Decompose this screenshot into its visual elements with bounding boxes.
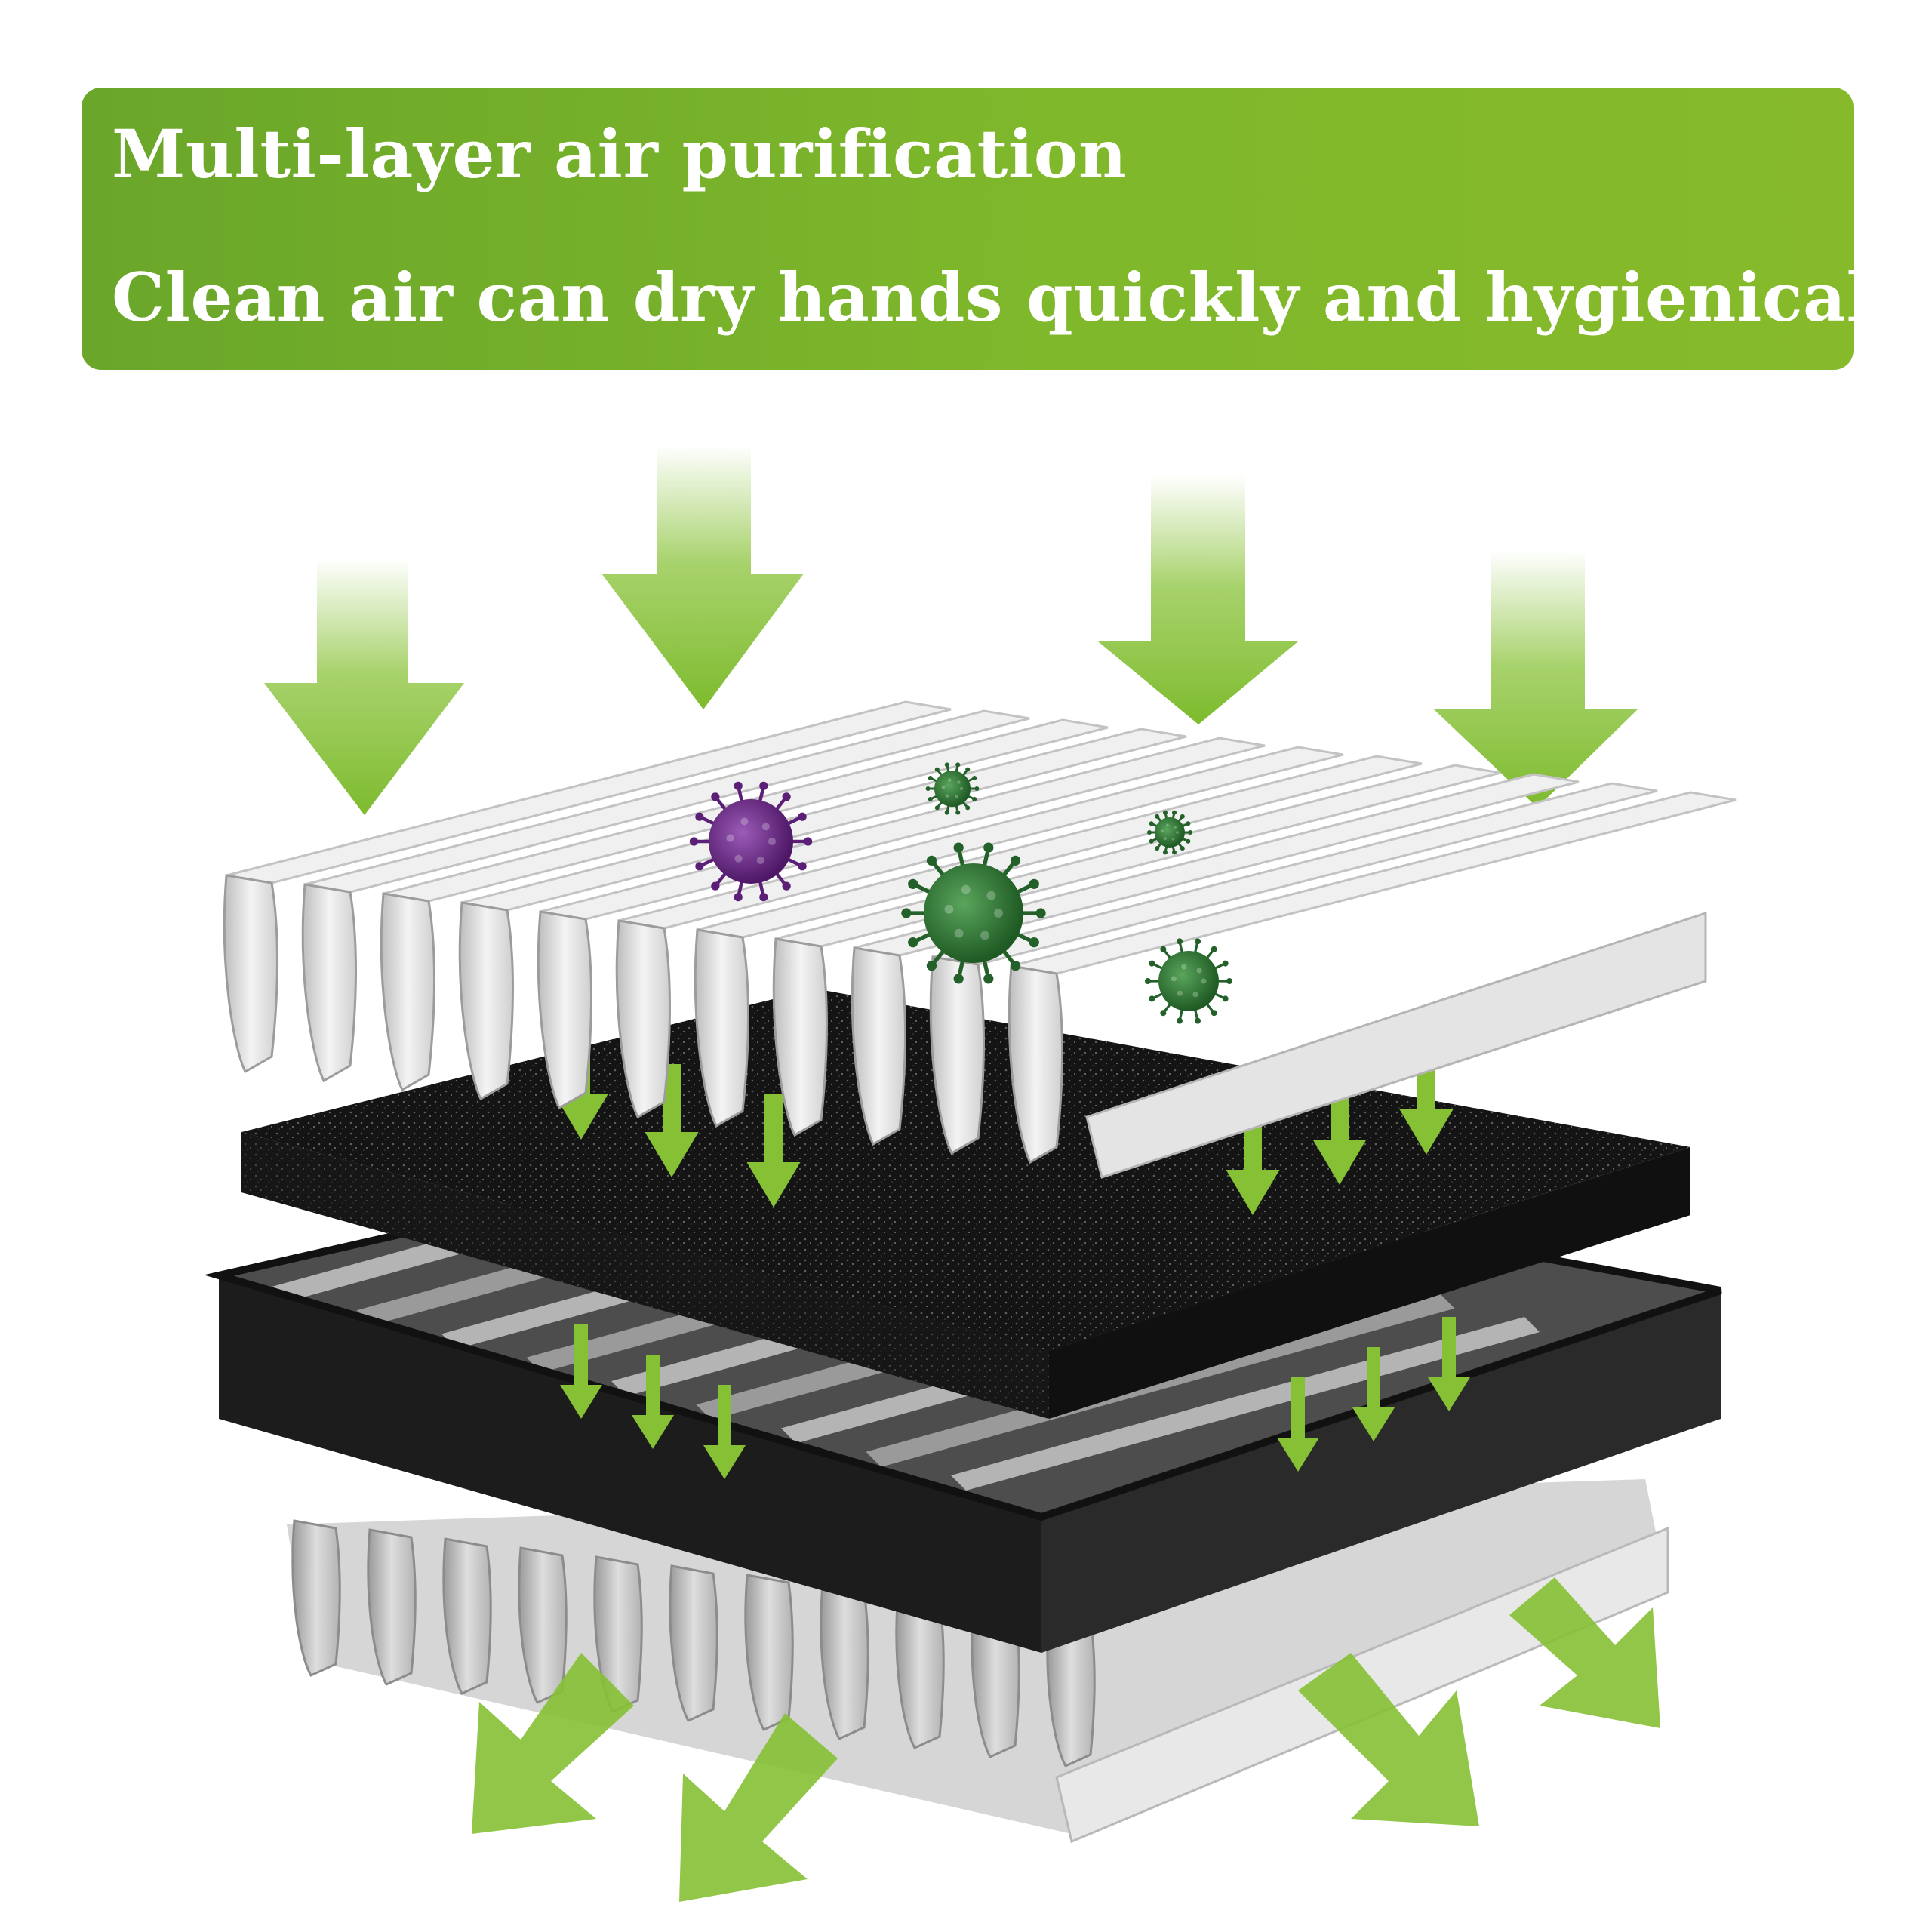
intake-arrow-icon bbox=[601, 445, 804, 709]
pleat-fold bbox=[851, 946, 906, 1146]
intake-arrow-icon bbox=[1434, 551, 1638, 808]
flow-arrow-icon bbox=[632, 1355, 674, 1449]
pleat-fold bbox=[615, 919, 671, 1119]
exhaust-arrow-icon bbox=[472, 1653, 634, 1834]
flow-arrow-icon bbox=[1226, 1102, 1280, 1215]
flow-arrow-icon bbox=[560, 1324, 602, 1419]
exhaust-arrows bbox=[472, 1577, 1660, 1902]
flow-arrow-icon bbox=[1428, 1317, 1470, 1411]
pleat-fold bbox=[291, 1519, 341, 1677]
pleat-fold bbox=[223, 874, 278, 1074]
exhaust-arrow-icon bbox=[679, 1713, 838, 1902]
pleat-fold bbox=[301, 883, 357, 1083]
headline-banner: Multi-layer air purification Clean air c… bbox=[82, 88, 1932, 370]
banner-subtitle: Clean air can dry hands quickly and hygi… bbox=[112, 258, 1932, 337]
virus-icon bbox=[1147, 810, 1192, 855]
flow-arrow-icon bbox=[1352, 1347, 1395, 1441]
pleat-fold bbox=[772, 937, 828, 1137]
activated-carbon-layer bbox=[242, 989, 1690, 1419]
flow-arrow-icon bbox=[703, 1385, 746, 1479]
exhaust-arrow-icon bbox=[1509, 1577, 1660, 1728]
banner-title: Multi-layer air purification bbox=[112, 115, 1128, 193]
intake-arrow-icon bbox=[1098, 475, 1298, 724]
pleat-fold bbox=[458, 901, 514, 1101]
virus-icon bbox=[901, 842, 1046, 984]
pleat-fold bbox=[820, 1583, 869, 1740]
flow-arrows bbox=[554, 1026, 1470, 1479]
pleat-fold bbox=[895, 1592, 945, 1749]
pleat-fold bbox=[694, 928, 749, 1128]
pleat-fold bbox=[380, 892, 435, 1092]
pleat-fold bbox=[744, 1574, 794, 1731]
pleat-fold bbox=[442, 1537, 492, 1695]
virus-icon bbox=[1145, 938, 1232, 1024]
pleat-fold bbox=[518, 1546, 568, 1704]
pleat-fold bbox=[929, 955, 985, 1155]
germs bbox=[689, 762, 1232, 1024]
pleat-fold bbox=[537, 910, 592, 1110]
top-pleated-filter-layer bbox=[223, 700, 1737, 1179]
pleat-fold bbox=[669, 1564, 718, 1722]
pleat-fold bbox=[1008, 964, 1063, 1164]
pleat-fold bbox=[1046, 1610, 1096, 1767]
exhaust-arrow-icon bbox=[1298, 1653, 1479, 1826]
pleat-fold bbox=[367, 1528, 417, 1686]
flow-arrow-icon bbox=[645, 1064, 699, 1177]
flow-arrow-icon bbox=[1312, 1072, 1367, 1185]
intake-arrows bbox=[264, 445, 1638, 815]
intake-arrow-icon bbox=[264, 558, 464, 815]
virus-icon bbox=[689, 781, 813, 902]
flow-arrow-icon bbox=[1277, 1377, 1319, 1472]
flow-arrow-icon bbox=[1399, 1041, 1454, 1155]
flow-arrow-icon bbox=[746, 1094, 801, 1208]
virus-icon bbox=[925, 762, 980, 815]
frame-slat bbox=[951, 1317, 1540, 1491]
